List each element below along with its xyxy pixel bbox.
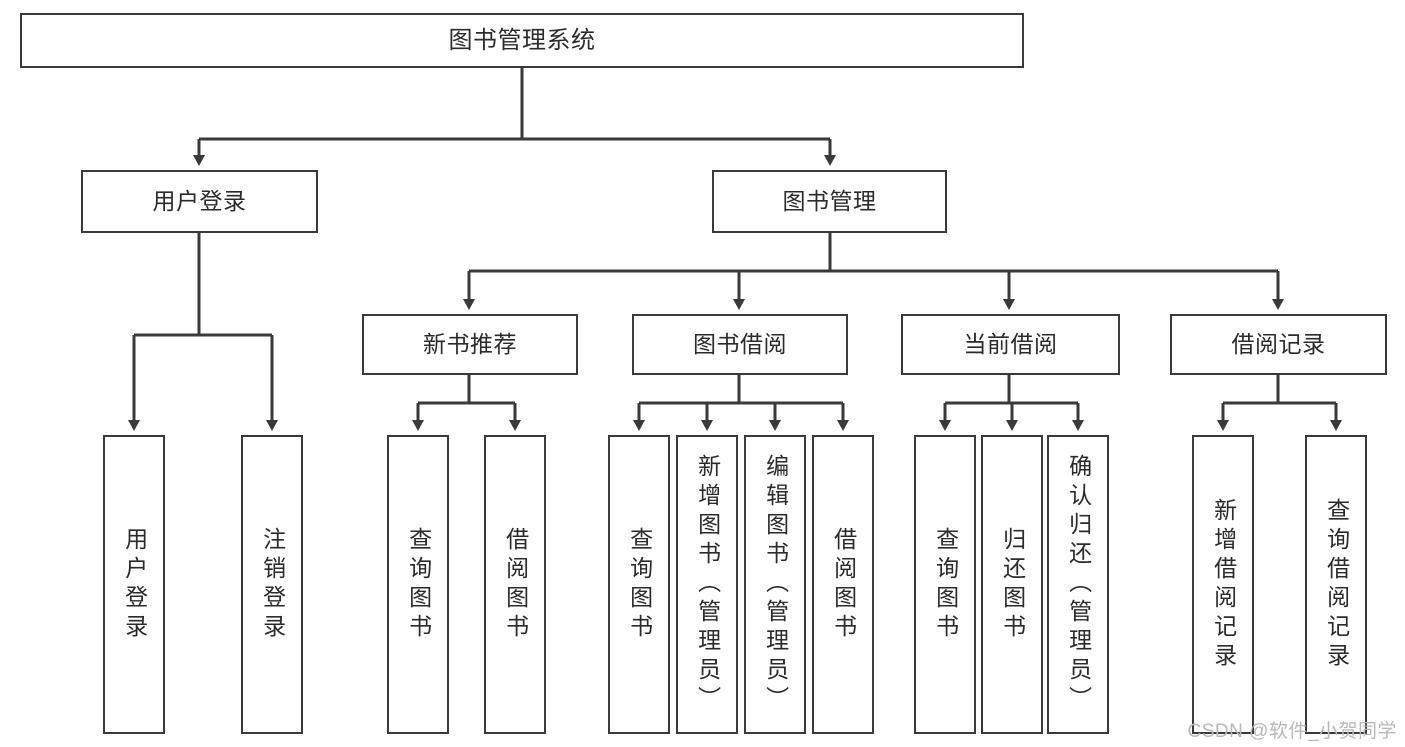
node-root[interactable]: 图书管理系统 <box>20 13 1024 68</box>
node-leaf-query-book-2[interactable]: 查询图书 <box>608 435 670 734</box>
node-leaf-borrow-book-1[interactable]: 借阅图书 <box>484 435 546 734</box>
node-leaf-query-book-1[interactable]: 查询图书 <box>387 435 449 734</box>
node-leaf-user-login[interactable]: 用户登录 <box>103 435 165 734</box>
node-leaf-borrow-book-2[interactable]: 借阅图书 <box>812 435 874 734</box>
node-borrow-record[interactable]: 借阅记录 <box>1170 314 1387 375</box>
node-leaf-add-book[interactable]: 新增图书（管理员） <box>676 435 738 734</box>
node-leaf-add-record[interactable]: 新增借阅记录 <box>1192 435 1254 734</box>
node-new-book-rec-label: 新书推荐 <box>423 331 517 358</box>
node-book-borrow[interactable]: 图书借阅 <box>632 314 848 375</box>
node-book-manage[interactable]: 图书管理 <box>712 170 947 233</box>
node-user-login-label: 用户登录 <box>152 188 247 215</box>
node-leaf-query-book-3[interactable]: 查询图书 <box>914 435 976 734</box>
node-leaf-logout-label: 注销登录 <box>259 526 286 643</box>
node-current-borrow[interactable]: 当前借阅 <box>901 314 1120 375</box>
node-leaf-borrow-book-1-label: 借阅图书 <box>502 526 529 643</box>
node-leaf-query-book-2-label: 查询图书 <box>626 526 653 643</box>
node-leaf-borrow-book-2-label: 借阅图书 <box>830 526 857 643</box>
node-new-book-rec[interactable]: 新书推荐 <box>362 314 578 375</box>
node-book-manage-label: 图书管理 <box>782 188 877 215</box>
node-leaf-logout[interactable]: 注销登录 <box>241 435 303 734</box>
node-root-label: 图书管理系统 <box>448 26 596 54</box>
node-user-login[interactable]: 用户登录 <box>81 170 318 233</box>
node-leaf-return-book-label: 归还图书 <box>999 526 1026 643</box>
node-current-borrow-label: 当前借阅 <box>963 331 1058 358</box>
node-leaf-confirm-return-label: 确认归还（管理员） <box>1065 454 1092 715</box>
node-leaf-add-book-label: 新增图书（管理员） <box>694 454 721 715</box>
node-leaf-confirm-return[interactable]: 确认归还（管理员） <box>1047 435 1109 734</box>
node-leaf-user-login-label: 用户登录 <box>121 526 148 643</box>
node-leaf-edit-book[interactable]: 编辑图书（管理员） <box>744 435 806 734</box>
node-leaf-query-book-3-label: 查询图书 <box>932 526 959 643</box>
node-leaf-query-book-1-label: 查询图书 <box>405 526 432 643</box>
node-leaf-return-book[interactable]: 归还图书 <box>981 435 1043 734</box>
node-leaf-add-record-label: 新增借阅记录 <box>1210 497 1237 672</box>
watermark-text: CSDN @软件_小贺同学 <box>1187 721 1397 742</box>
node-leaf-edit-book-label: 编辑图书（管理员） <box>762 454 789 715</box>
node-book-borrow-label: 图书借阅 <box>693 331 787 358</box>
node-leaf-query-record[interactable]: 查询借阅记录 <box>1305 435 1367 734</box>
node-borrow-record-label: 借阅记录 <box>1231 331 1326 358</box>
node-leaf-query-record-label: 查询借阅记录 <box>1323 497 1350 672</box>
